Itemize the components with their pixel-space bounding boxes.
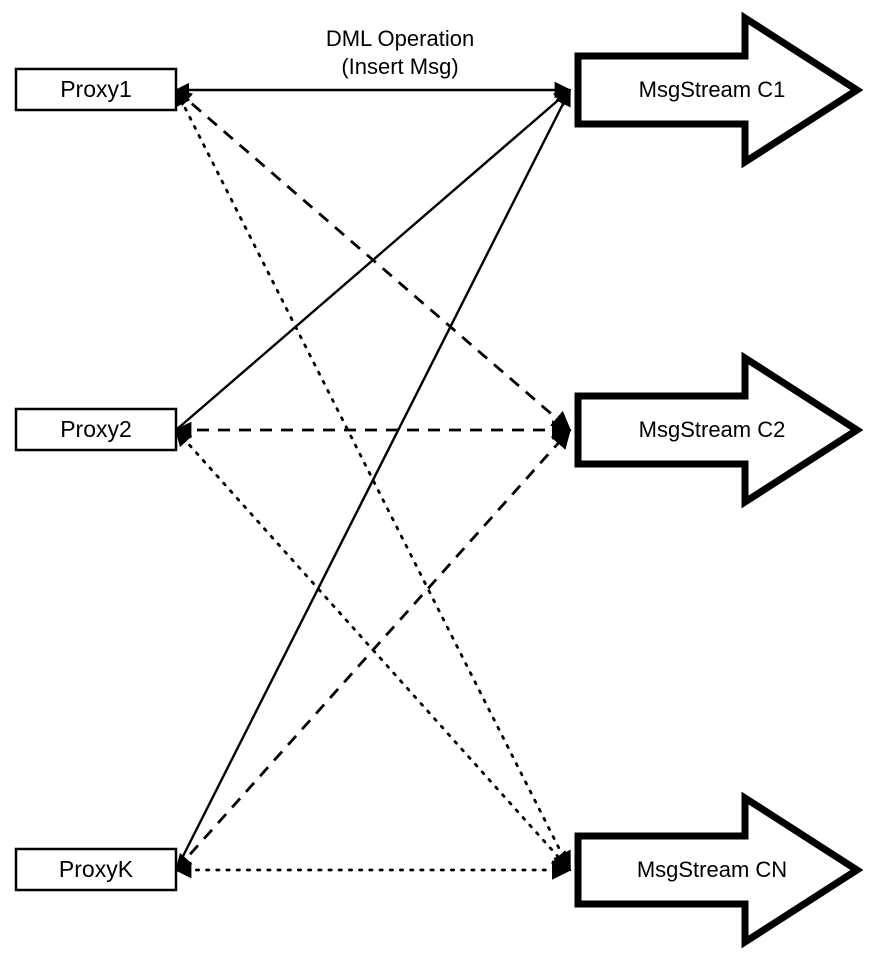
proxy-box-rect[interactable] — [14, 847, 178, 892]
dml-annotation-line2: (Insert Msg) — [341, 54, 458, 79]
dml-operation-annotation: DML Operation (Insert Msg) — [326, 26, 474, 79]
proxy-box-rect[interactable] — [14, 67, 178, 112]
connection-layer — [174, 81, 572, 880]
edge-line-dashed — [174, 428, 572, 872]
msgstream-label: MsgStream C1 — [639, 77, 786, 102]
msgstream-label: MsgStream C2 — [639, 417, 786, 442]
proxy-label: Proxy1 — [60, 76, 132, 102]
msgstream-arrow-shape[interactable] — [574, 351, 864, 509]
msgstream-node-cn[interactable]: MsgStream CN — [574, 791, 864, 949]
proxy-node-proxy1[interactable]: Proxy1 — [14, 67, 178, 112]
proxy-node-proxyk[interactable]: ProxyK — [14, 847, 178, 892]
edge-proxyk-to-c2 — [174, 428, 572, 872]
msgstream-label: MsgStream CN — [637, 857, 787, 882]
proxy-label: ProxyK — [59, 856, 134, 882]
edge-line-solid — [174, 88, 572, 871]
msgstream-node-c2[interactable]: MsgStream C2 — [574, 351, 864, 509]
edge-proxyk-to-c1 — [174, 88, 572, 871]
dml-annotation-line1: DML Operation — [326, 26, 474, 51]
proxy-label: Proxy2 — [60, 416, 132, 442]
proxy-node-proxy2[interactable]: Proxy2 — [14, 407, 178, 452]
msgstream-node-c1[interactable]: MsgStream C1 — [574, 11, 864, 169]
edge-proxy2-to-c1 — [175, 89, 572, 431]
msgstream-arrow-shape[interactable] — [574, 791, 864, 949]
msgstream-arrow-shape[interactable] — [574, 11, 864, 169]
edge-line-solid — [175, 89, 572, 431]
proxy-box-rect[interactable] — [14, 407, 178, 452]
